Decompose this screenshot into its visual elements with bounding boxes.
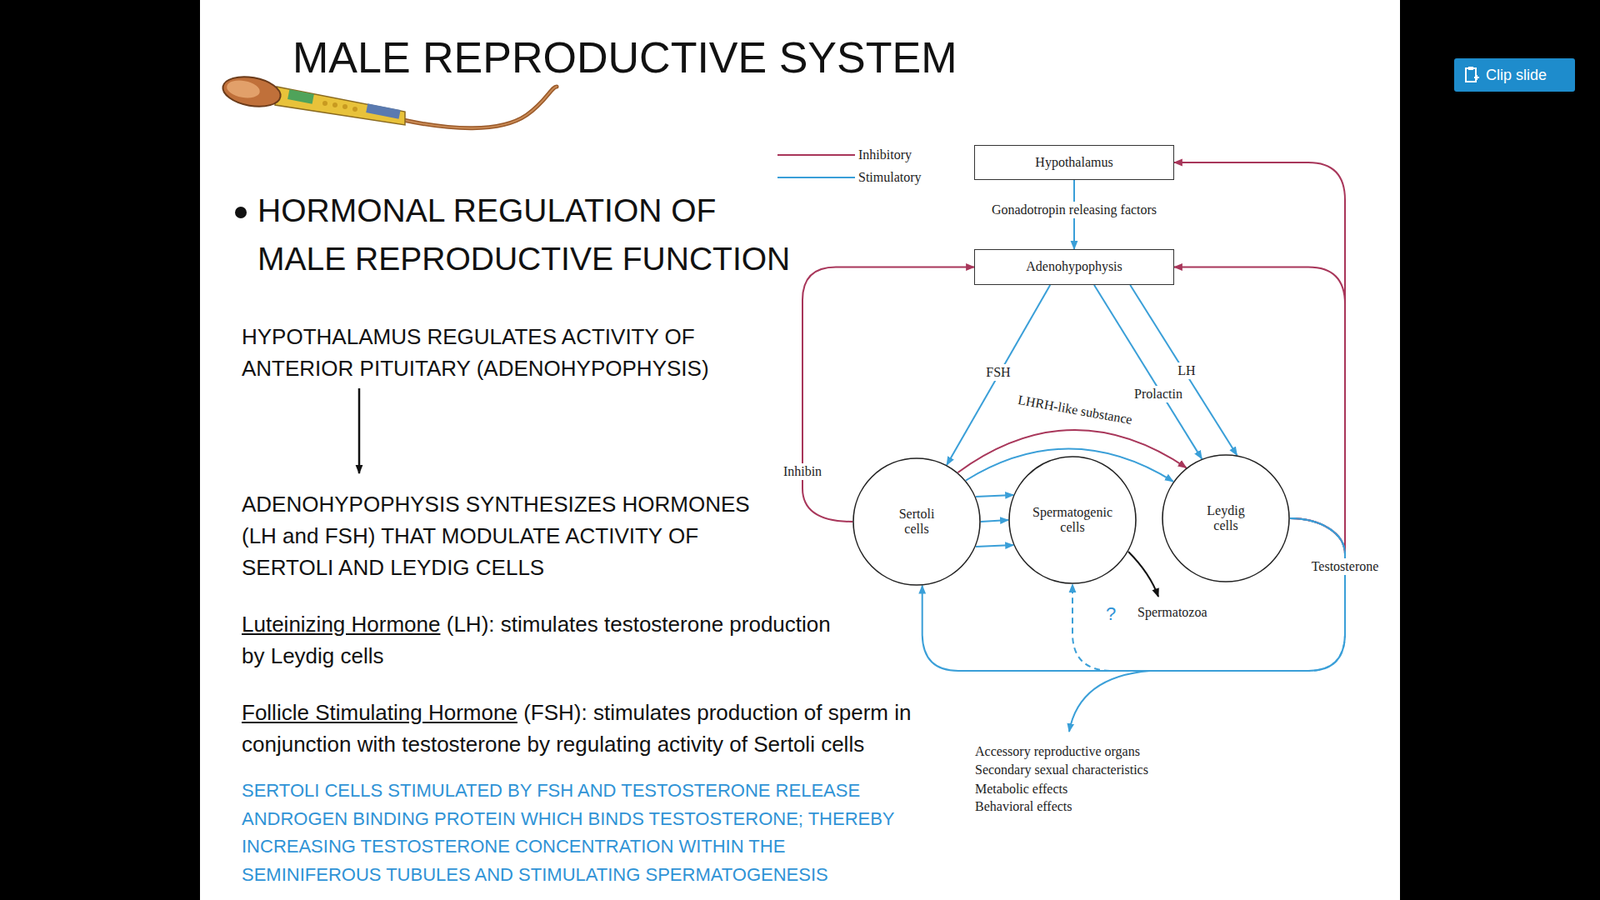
slide-background: [200, 0, 1400, 900]
edge-label: Prolactin: [1131, 385, 1185, 403]
process-box: Hypothalamus: [974, 145, 1175, 180]
output-label: Spermatozoa: [1137, 604, 1208, 621]
effect-label: Metabolic effects: [975, 780, 1068, 798]
legend-text: Inhibitory: [858, 146, 912, 164]
node-text-wrap: Clip slide: [1485, 66, 1547, 85]
hormone-name: Luteinizing Hormone: [241, 611, 440, 637]
stimulatory-connector: [975, 545, 1014, 547]
effect-label: Secondary sexual characteristics: [975, 761, 1149, 779]
stimulatory-connector: [1094, 285, 1202, 460]
legend-line: [777, 154, 855, 156]
edge-label: Testosterone: [1309, 558, 1382, 575]
node-text-wrap: Spermatogenic cells: [1025, 505, 1120, 536]
node-text: Spermatogenic cells: [1025, 505, 1120, 536]
question-mark: ?: [1105, 603, 1116, 625]
node-text-wrap: Adenohypophysis: [1025, 259, 1123, 275]
legend-text: Stimulatory: [858, 169, 922, 186]
cell-circle: Sertoli cells: [852, 457, 981, 586]
legend-line: [777, 176, 855, 179]
highlight-text: SERTOLI CELLS STIMULATED BY FSH AND TEST…: [241, 776, 919, 889]
cell-circle: Leydig cells: [1161, 454, 1290, 583]
edge-label: Inhibin: [780, 463, 825, 480]
clip-button: Clip slide: [1454, 58, 1575, 92]
stimulatory-connector: [946, 285, 1050, 465]
node-text: Hypothalamus: [1035, 155, 1113, 170]
node-text: Sertoli cells: [887, 506, 946, 538]
effect-label: Accessory reproductive organs: [975, 743, 1140, 760]
body-text: ADENOHYPOPHYSIS SYNTHESIZES HORMONES (LH…: [241, 488, 780, 584]
node-text: Adenohypophysis: [1025, 259, 1123, 275]
edge-label: LH: [1175, 362, 1198, 380]
circle-outline: [1009, 456, 1136, 584]
edge-label: Gonadotropin releasing factors: [989, 201, 1160, 219]
body-text: HYPOTHALAMUS REGULATES ACTIVITY OF ANTER…: [241, 320, 742, 385]
node-text: Clip slide: [1485, 66, 1547, 85]
bullet: [235, 206, 247, 219]
node-text-wrap: Hypothalamus: [1035, 155, 1113, 170]
edge-label: FSH: [983, 364, 1013, 381]
process-box: Adenohypophysis: [974, 249, 1175, 285]
circle-outline: [1162, 455, 1290, 582]
sperm-output-arrow: [1128, 551, 1159, 597]
node-text-wrap: Sertoli cells: [887, 506, 946, 538]
effects-arrow: [1069, 670, 1150, 732]
cell-circle: Spermatogenic cells: [1008, 455, 1137, 585]
circle-outline: [853, 458, 980, 585]
effect-label: Behavioral effects: [975, 798, 1073, 815]
slide-title: MALE REPRODUCTIVE SYSTEM: [292, 31, 957, 84]
node-text-wrap: Leydig cells: [1196, 503, 1255, 535]
stimulatory-connector: [975, 495, 1014, 497]
paragraph: Luteinizing Hormone(LH): stimulates test…: [241, 608, 855, 672]
node-text: Leydig cells: [1196, 503, 1255, 535]
clip-icon: [1463, 65, 1480, 85]
stimulatory-connector: [1130, 285, 1237, 455]
hormone-name: Follicle Stimulating Hormone: [241, 700, 518, 725]
stimulatory-connector: [980, 520, 1009, 522]
section-heading: HORMONAL REGULATION OF MALE REPRODUCTIVE…: [257, 186, 795, 284]
paragraph: Follicle Stimulating Hormone(FSH): stimu…: [241, 696, 934, 760]
flow-arrow: [358, 388, 361, 474]
